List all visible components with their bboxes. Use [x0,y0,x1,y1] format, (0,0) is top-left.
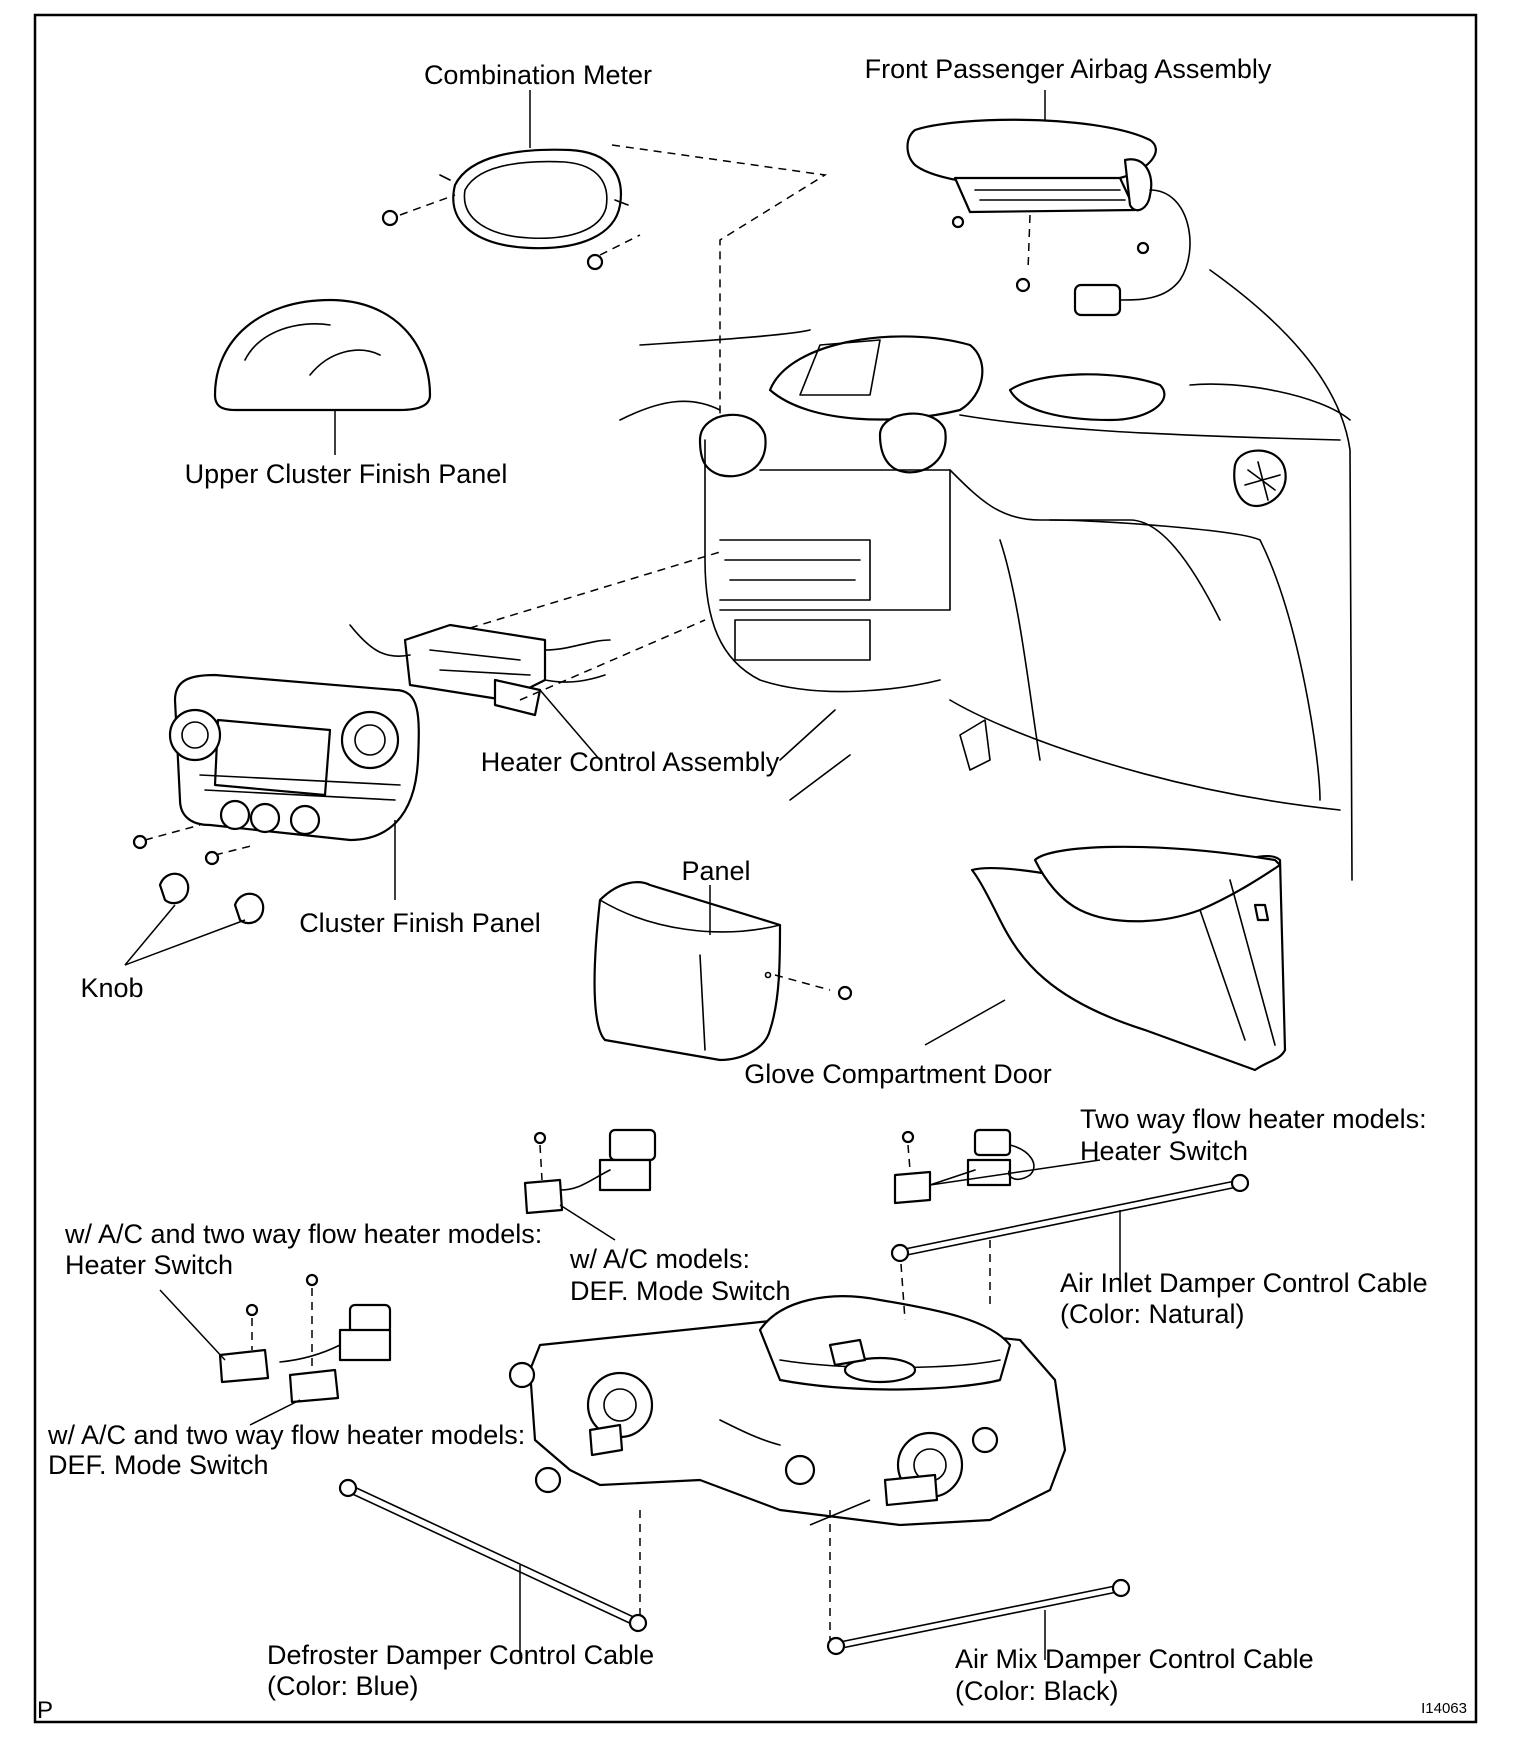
two-way-heater-switch-label-line1: Two way flow heater models: [1080,1104,1427,1134]
figure-id-label: I14063 [1421,1700,1467,1717]
air-inlet-cable-label-line1: Air Inlet Damper Control Cable [1060,1268,1428,1298]
ac-def-mode-switch-label-line1: w/ A/C models: [569,1244,750,1274]
ac-two-way-def-mode-switch-label-line1: w/ A/C and two way flow heater models: [47,1420,525,1450]
air-mix-cable-drawing [826,1578,1131,1660]
heater-control-assembly-drawing [349,551,721,761]
front-passenger-airbag-label: Front Passenger Airbag Assembly [865,54,1272,84]
defroster-cable-label-line1: Defroster Damper Control Cable [267,1640,654,1670]
diagram-frame [33,13,1478,1724]
ac-two-way-heater-switch-label-line2: Heater Switch [65,1250,233,1280]
dashboard-drawing [619,269,1353,881]
ac-two-way-heater-switch-label-line1: w/ A/C and two way flow heater models: [64,1219,542,1249]
combination-meter-drawing [381,90,828,470]
knob-label: Knob [80,973,143,1003]
upper-cluster-finish-panel-drawing [213,298,432,455]
heater-control-main-drawing [508,1240,1067,1640]
knob-drawing [124,872,265,966]
ac-two-way-heater-switch-drawing [159,1273,392,1426]
two-way-heater-switch-drawing [893,1128,1101,1205]
front-passenger-airbag-drawing [906,90,1191,317]
defroster-cable-drawing [338,1478,648,1660]
air-inlet-cable-label-line2: (Color: Natural) [1060,1299,1245,1329]
ac-two-way-def-mode-switch-label-line2: DEF. Mode Switch [48,1450,269,1480]
ac-def-mode-switch-drawing [523,1128,657,1241]
corner-p-label: P [37,1697,53,1724]
glove-compartment-door-drawing [924,845,1287,1072]
defroster-cable-label-line2: (Color: Blue) [267,1671,419,1701]
panel-label: Panel [681,856,750,886]
cluster-finish-panel-drawing [132,673,420,900]
panel-drawing [593,881,853,1062]
combination-meter-label: Combination Meter [424,60,652,90]
heater-control-assembly-label: Heater Control Assembly [481,747,780,777]
air-mix-cable-label-line1: Air Mix Damper Control Cable [955,1644,1314,1674]
air-inlet-cable-drawing [890,1173,1250,1280]
upper-cluster-finish-panel-label: Upper Cluster Finish Panel [185,459,508,489]
air-mix-cable-label-line2: (Color: Black) [955,1676,1119,1706]
ac-def-mode-switch-label-line2: DEF. Mode Switch [570,1276,791,1306]
two-way-heater-switch-label-line2: Heater Switch [1080,1136,1248,1166]
glove-compartment-door-label: Glove Compartment Door [744,1059,1052,1089]
cluster-finish-panel-label: Cluster Finish Panel [299,908,541,938]
